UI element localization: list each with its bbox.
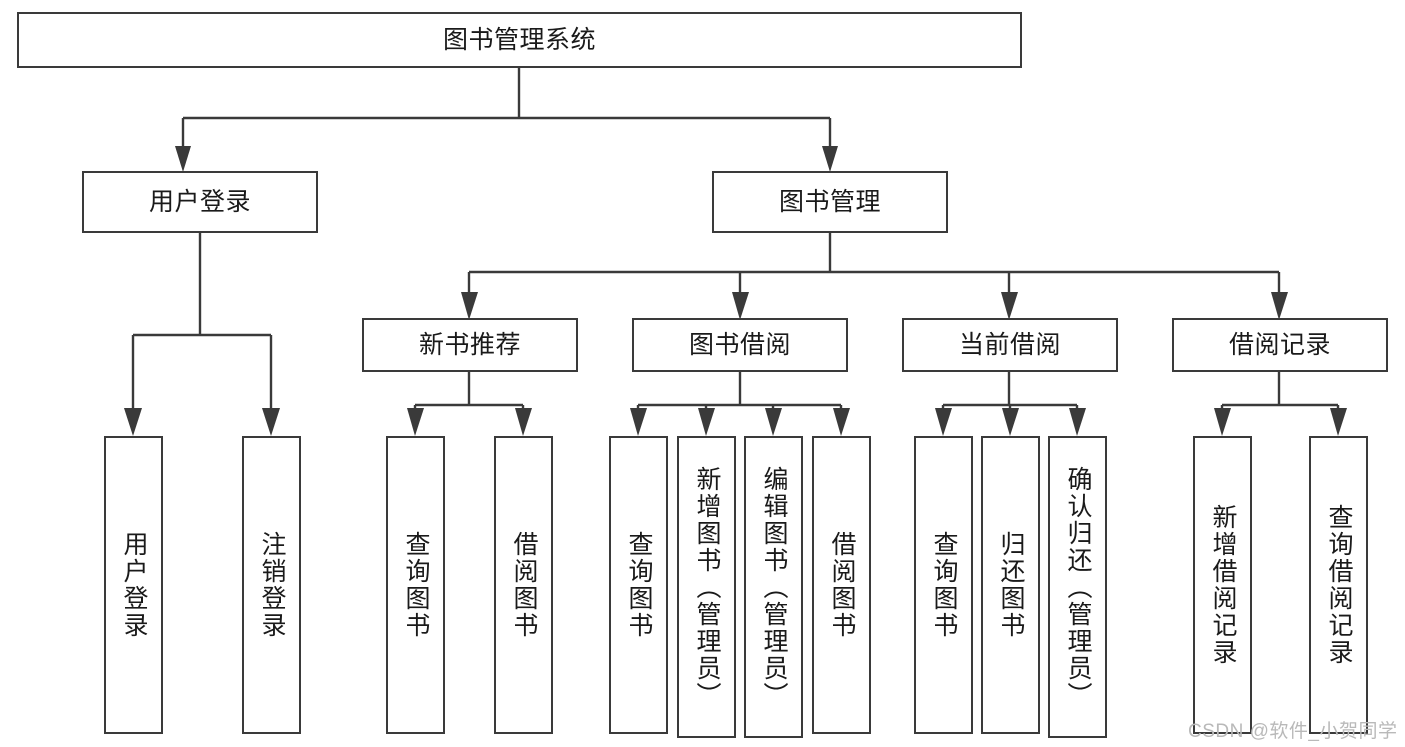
leaf-current-confirm-return-admin[interactable]: 确认归还（管理员） — [1048, 436, 1107, 738]
leaf-new-book-borrow[interactable]: 借阅图书 — [494, 436, 553, 734]
node-book-borrow-label: 图书借阅 — [688, 331, 791, 359]
node-borrow-records-label: 借阅记录 — [1228, 331, 1331, 359]
csdn-watermark: CSDN @软件_小贺同学 — [1188, 721, 1398, 742]
node-root[interactable]: 图书管理系统 — [17, 12, 1022, 68]
leaf-label: 查询图书 — [625, 531, 653, 639]
leaf-label: 确认归还（管理员） — [1064, 465, 1092, 709]
leaf-new-book-query[interactable]: 查询图书 — [386, 436, 445, 734]
leaf-label: 新增图书（管理员） — [693, 465, 721, 709]
node-book-borrow[interactable]: 图书借阅 — [632, 318, 848, 372]
node-borrow-records[interactable]: 借阅记录 — [1172, 318, 1388, 372]
leaf-label: 新增借阅记录 — [1209, 504, 1237, 666]
leaf-current-query-book[interactable]: 查询图书 — [914, 436, 973, 734]
node-new-book-recommend-label: 新书推荐 — [418, 331, 521, 359]
leaf-borrow-edit-book-admin[interactable]: 编辑图书（管理员） — [744, 436, 803, 738]
node-book-management-label: 图书管理 — [778, 188, 881, 216]
leaf-user-login-login[interactable]: 用户登录 — [104, 436, 163, 734]
leaf-records-query-record[interactable]: 查询借阅记录 — [1309, 436, 1368, 734]
leaf-label: 借阅图书 — [828, 531, 856, 639]
leaf-label: 查询图书 — [930, 531, 958, 639]
node-user-login[interactable]: 用户登录 — [82, 171, 318, 233]
node-user-login-label: 用户登录 — [148, 188, 251, 216]
leaf-label: 查询借阅记录 — [1325, 504, 1353, 666]
leaf-records-add-record[interactable]: 新增借阅记录 — [1193, 436, 1252, 734]
leaf-current-return-book[interactable]: 归还图书 — [981, 436, 1040, 734]
node-current-borrow-label: 当前借阅 — [958, 331, 1061, 359]
leaf-borrow-borrow-book[interactable]: 借阅图书 — [812, 436, 871, 734]
leaf-label: 借阅图书 — [510, 531, 538, 639]
node-book-management[interactable]: 图书管理 — [712, 171, 948, 233]
leaf-user-login-logout[interactable]: 注销登录 — [242, 436, 301, 734]
node-current-borrow[interactable]: 当前借阅 — [902, 318, 1118, 372]
leaf-label: 注销登录 — [258, 531, 286, 639]
leaf-label: 归还图书 — [997, 531, 1025, 639]
leaf-label: 用户登录 — [120, 531, 148, 639]
leaf-label: 查询图书 — [402, 531, 430, 639]
node-new-book-recommend[interactable]: 新书推荐 — [362, 318, 578, 372]
leaf-label: 编辑图书（管理员） — [760, 465, 788, 709]
leaf-borrow-query-book[interactable]: 查询图书 — [609, 436, 668, 734]
node-root-label: 图书管理系统 — [442, 26, 596, 54]
leaf-borrow-add-book-admin[interactable]: 新增图书（管理员） — [677, 436, 736, 738]
